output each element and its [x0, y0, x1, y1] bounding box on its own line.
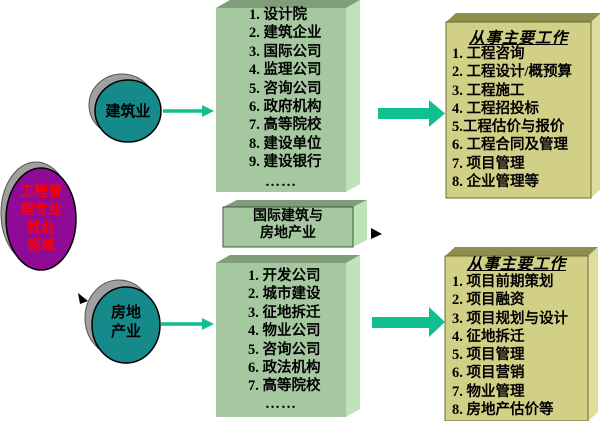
list-item: 1. 工程咨询	[452, 46, 525, 62]
list-item: 5.工程估价与报价	[452, 119, 565, 136]
small-arrowhead-icon	[78, 293, 88, 304]
list-item: 4. 征地拆迁	[452, 328, 525, 345]
list-item: 5. 咨询公司	[249, 80, 322, 97]
list-item: 6. 工程合同及管理	[452, 137, 568, 154]
box-front-face	[444, 255, 589, 421]
list-item: 理专业	[20, 203, 62, 218]
ellipse-body	[94, 79, 162, 143]
list-item: 2. 城市建设	[248, 286, 321, 303]
list-item: 领域	[27, 239, 55, 254]
box-side-face	[346, 255, 360, 417]
real-estate-jobs-arrow-icon	[372, 307, 445, 337]
real-estate-industry-label: 房地产业	[92, 304, 160, 342]
construction-jobs-box	[445, 13, 600, 199]
box-top-face	[446, 13, 600, 22]
list-item: 7. 物业管理	[452, 383, 525, 400]
list-item: 1. 设计院	[249, 7, 307, 23]
list-item: 4. 工程招投标	[452, 100, 539, 117]
real-estate-arrow-icon	[161, 318, 214, 330]
construction-employers-box	[216, 0, 360, 192]
ellipse-body	[5, 167, 77, 271]
construction-jobs-title: 从事主要工作	[468, 30, 568, 47]
ellipse-body	[91, 286, 161, 364]
list-item: 1. 项目前期策划	[452, 274, 554, 290]
list-item: 工程管	[20, 185, 62, 200]
list-item: 9. 建设银行	[249, 154, 322, 171]
box-top-face	[216, 0, 360, 8]
list-item: 6. 政府机构	[249, 99, 322, 116]
major-field-label: 工程管理专业就业领域	[6, 184, 76, 256]
construction-industry-label: 建筑业	[105, 104, 151, 120]
list-item: 7. 项目管理	[452, 155, 525, 172]
box-top-face	[445, 247, 598, 256]
construction-employers-more: ……	[265, 174, 297, 190]
list-item: 1. 开发公司	[248, 268, 321, 284]
box-side-face	[346, 0, 360, 192]
list-item: 3. 工程施工	[452, 82, 525, 99]
list-item: 4. 物业公司	[248, 323, 321, 340]
box-top-face	[223, 200, 367, 207]
list-item: 7. 高等院校	[248, 378, 321, 395]
list-item: 5. 项目管理	[452, 347, 525, 364]
box-front-face	[216, 263, 346, 417]
list-item: 7. 高等院校	[249, 117, 322, 134]
list-item: 6. 项目营销	[452, 365, 525, 382]
box-side-face	[591, 13, 600, 198]
list-item: 8. 企业管理等	[452, 174, 539, 191]
real-estate-industry-ellipse	[78, 279, 161, 364]
list-item: 就业	[27, 221, 55, 236]
list-item: 4. 监理公司	[249, 62, 322, 79]
list-item: 3. 项目规划与设计	[452, 310, 568, 327]
box-front-face	[445, 21, 592, 199]
real-estate-employers-more: ……	[265, 396, 297, 412]
list-item: 3. 国际公司	[249, 43, 322, 60]
list-item: 房地产业	[260, 225, 316, 241]
box-top-face	[216, 255, 360, 263]
list-item: 2. 项目融资	[452, 292, 525, 309]
real-estate-jobs-box	[444, 247, 598, 421]
list-item: 产业	[110, 324, 141, 340]
construction-arrow-icon	[163, 105, 214, 117]
international-label: 国际建筑与房地产业	[223, 209, 353, 242]
box-side-face	[353, 200, 367, 247]
real-estate-employers-box	[216, 255, 360, 417]
real-estate-jobs-title: 从事主要工作	[466, 256, 566, 273]
international-box	[222, 200, 382, 248]
box-side-face	[588, 247, 598, 421]
list-item: 8. 建设单位	[249, 135, 322, 152]
list-item: 房地	[110, 305, 141, 321]
construction-industry-ellipse	[88, 73, 162, 143]
list-item: 8. 房地产估价等	[452, 402, 554, 419]
major-field-ellipse	[0, 161, 77, 271]
list-item: 3. 征地拆迁	[248, 304, 321, 321]
list-item: 6. 政法机构	[248, 360, 321, 377]
list-item: 5. 咨询公司	[248, 341, 321, 358]
box-front-face	[222, 206, 354, 248]
small-arrowhead-icon	[371, 228, 382, 239]
box-front-face	[216, 8, 346, 192]
construction-jobs-arrow-icon	[378, 100, 445, 127]
list-item: 国际建筑与	[253, 209, 323, 224]
list-item: 2. 建筑企业	[249, 25, 322, 42]
list-item: 2. 工程设计/概预算	[452, 64, 573, 81]
